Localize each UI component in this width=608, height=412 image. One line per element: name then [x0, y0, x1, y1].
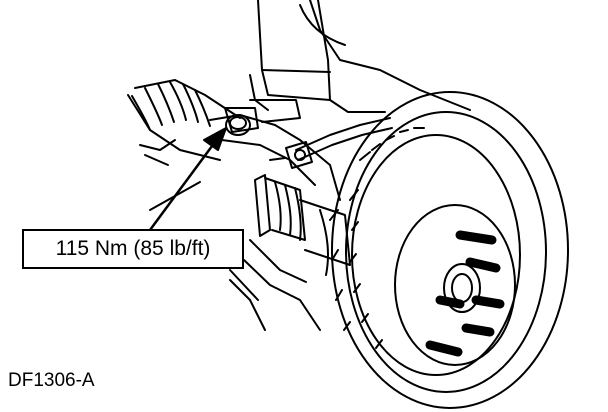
- wheel-hub: [394, 204, 516, 366]
- figure-id: DF1306-A: [8, 370, 95, 391]
- torque-callout: 115 Nm (85 lb/ft): [22, 229, 244, 269]
- brake-rotor: [329, 91, 569, 409]
- shock-tower: [249, 0, 471, 113]
- torque-label: 115 Nm (85 lb/ft): [55, 237, 211, 260]
- cv-joint: [254, 174, 351, 276]
- brake-line: [269, 117, 393, 169]
- bolt: [225, 114, 251, 136]
- steering-boot: [127, 79, 241, 166]
- arrow-icon: [148, 127, 227, 232]
- knuckle: [209, 99, 341, 331]
